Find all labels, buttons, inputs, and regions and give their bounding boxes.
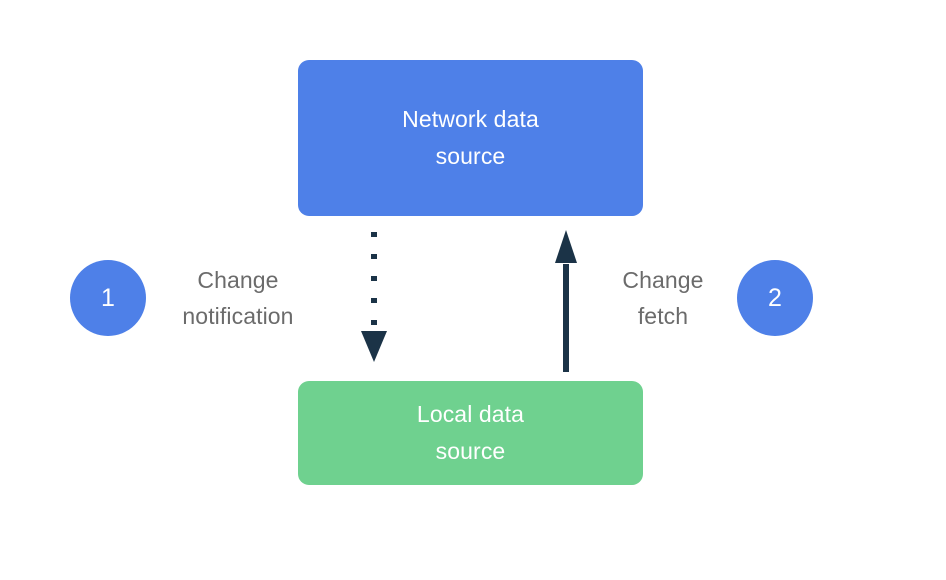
arrow-down-head: [361, 331, 387, 362]
node-network-data-source-label: Network data source: [402, 106, 539, 169]
node-local-data-source[interactable]: Local data source: [298, 381, 643, 485]
step-badge-2-number: 2: [768, 283, 782, 312]
step-badge-2[interactable]: 2: [737, 260, 813, 336]
node-network-data-source[interactable]: Network data source: [298, 60, 643, 216]
edge-label-change-notification: Change notification: [182, 267, 294, 329]
edge-label-change-fetch: Change fetch: [622, 267, 704, 329]
arrow-up-head: [555, 230, 577, 263]
arrow-down-dotted-icon: [361, 232, 387, 362]
step-badge-1[interactable]: 1: [70, 260, 146, 336]
arrow-up-solid-icon: [555, 230, 577, 372]
step-badge-1-number: 1: [101, 283, 115, 312]
node-local-data-source-label: Local data source: [416, 401, 525, 464]
